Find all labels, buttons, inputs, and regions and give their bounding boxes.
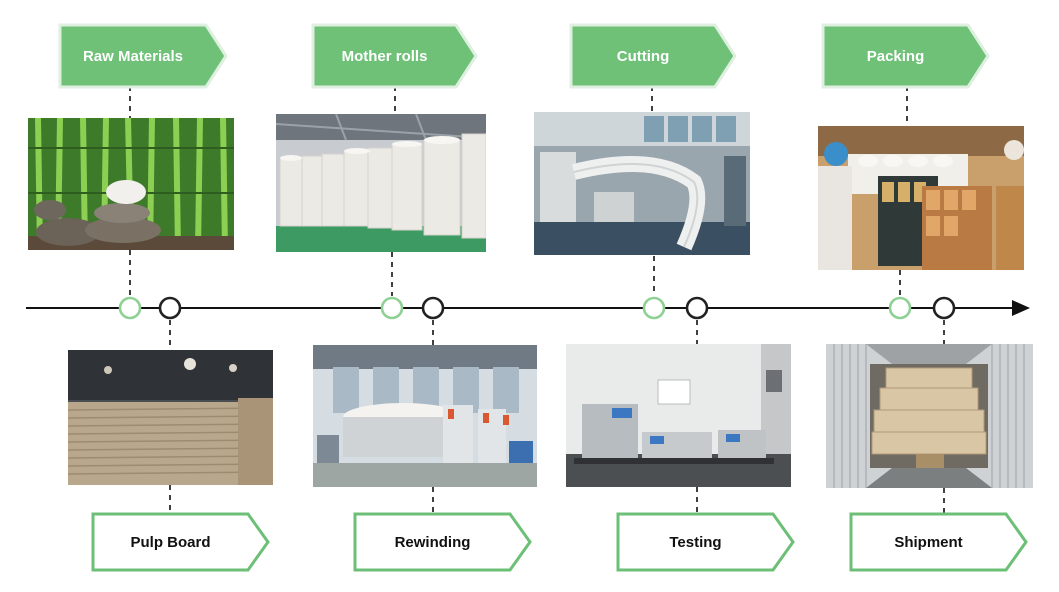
testing-lab-photo (566, 344, 791, 487)
packing-workers-photo (818, 126, 1024, 270)
mother-rolls-label: Mother rolls (341, 47, 428, 65)
rewinding-machine-photo (313, 345, 537, 487)
container-shipment-photo (826, 344, 1033, 488)
bamboo-stones-photo (28, 118, 234, 250)
cutting-arrow (569, 23, 737, 89)
cutting-label: Cutting (616, 47, 670, 65)
pulp-board-label: Pulp Board (130, 533, 211, 551)
node-rewinding (421, 296, 445, 320)
node-shipment (932, 296, 956, 320)
rewinding-arrow (353, 512, 532, 572)
node-cutting (642, 296, 666, 320)
testing-label: Testing (669, 533, 722, 551)
pulp-board-arrow (91, 512, 270, 572)
pulp-board-photo (68, 350, 273, 485)
raw-materials-label: Raw Materials (82, 47, 184, 65)
mother-rolls-arrow (311, 23, 478, 89)
packing-label: Packing (866, 47, 925, 65)
cutting-conveyor-photo (534, 112, 750, 255)
shipment-label: Shipment (894, 533, 963, 551)
node-raw-materials (118, 296, 142, 320)
node-mother-rolls (380, 296, 404, 320)
node-packing (888, 296, 912, 320)
raw-materials-arrow (58, 23, 228, 89)
timeline-arrowhead (1012, 300, 1030, 316)
node-pulp-board (158, 296, 182, 320)
shipment-arrow (849, 512, 1028, 572)
testing-arrow (616, 512, 795, 572)
rewinding-label: Rewinding (394, 533, 471, 551)
node-testing (685, 296, 709, 320)
packing-arrow (821, 23, 990, 89)
paper-rolls-photo (276, 114, 486, 252)
